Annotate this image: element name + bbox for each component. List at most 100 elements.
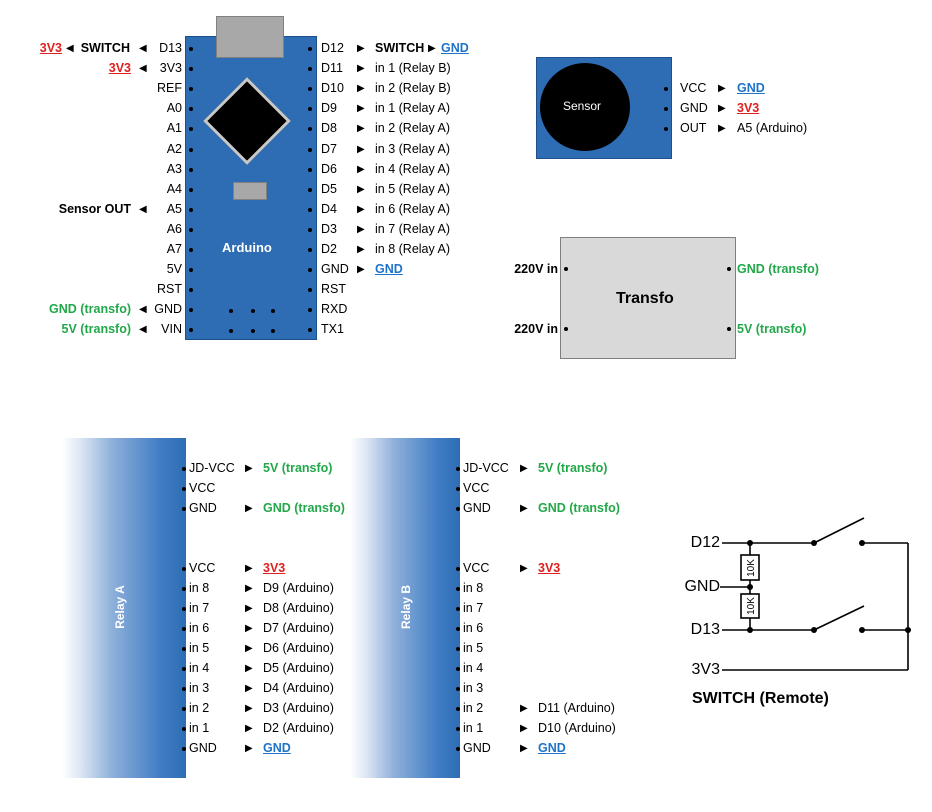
arduino-pin-label: A5 [166,201,182,216]
relay-pin [456,567,460,571]
relay-a-pin-label: in 7 [189,601,210,615]
arrow-right-icon: ▶ [245,703,253,714]
sensor-connection: A5 (Arduino) [737,121,808,135]
relay-pin [182,667,186,671]
relay-a-pin-label: in 2 [189,701,210,715]
arduino-pin [189,227,193,232]
arduino-pin-label: D9 [321,101,337,116]
arduino-pin-label: RST [321,282,346,297]
relay-b-pin-label: in 4 [463,661,484,675]
relay-pin [182,687,186,691]
relay-b-pin-label: VCC [463,481,490,495]
relay-a-connection: D4 (Arduino) [263,681,334,695]
arduino-pin [189,207,193,212]
arrow-right-icon: ▶ [357,43,365,54]
relay-b-pin-label: GND [463,741,491,755]
relay-pin [456,607,460,611]
relay-pin [456,647,460,651]
arrow-right-icon: ▶ [357,244,365,255]
arduino-pin-label: A2 [166,141,182,156]
sensor-pin-label: GND [680,101,708,115]
arrow-right-icon: ▶ [357,183,365,195]
connection-label: 3V3 [39,41,62,55]
arduino-pin-label: VIN [161,322,182,337]
arduino-pin-label: RST [157,282,182,297]
connection-label: in 6 (Relay A) [375,201,451,216]
arduino-pin-label: D12 [321,41,344,55]
relay-a-connection: D6 (Arduino) [263,641,334,655]
connection-label: 5V (transfo) [61,322,131,337]
connection-label: in 7 (Relay A) [375,221,451,236]
arduino-pin [308,127,312,132]
arduino-pin-label: D10 [321,81,344,96]
arrow-right-icon: ▶ [245,683,253,694]
relay-a-connection: 3V3 [263,561,286,575]
sensor-connection: 3V3 [737,101,760,115]
arduino-pin-label: D7 [321,141,337,156]
arduino-pin-label: 3V3 [159,61,182,76]
transfo-label: Transfo [616,290,674,307]
arrow-right-icon: ▶ [428,43,436,54]
connection-label: in 2 (Relay B) [375,81,451,96]
relay-a-pin-label: GND [189,741,217,755]
junction-dot [747,627,753,633]
relay-a-connection: D5 (Arduino) [263,661,334,675]
arrow-right-icon: ▶ [357,123,365,135]
switch-contact [859,627,865,633]
relay-a-pin-label: in 4 [189,661,210,675]
relay-a-pin-label: VCC [189,481,216,495]
arduino-pin-label: D13 [159,41,182,55]
arrow-left-icon: ◀ [139,304,147,316]
relay-pin [182,727,186,731]
switch-title: SWITCH (Remote) [692,690,829,707]
relay-pin [182,747,186,751]
connection-label: in 5 (Relay A) [375,181,451,196]
relay-pin [456,487,460,491]
relay-pin [182,627,186,631]
arduino-pin [189,268,193,273]
relay-a-connection: GND [263,741,291,755]
relay-b-pin-label: in 3 [463,681,484,695]
switch-label-d13: D13 [690,621,720,638]
arduino-pin-label: A4 [166,181,182,196]
connection-label: in 3 (Relay A) [375,141,451,156]
junction-dot [747,584,753,590]
arrow-right-icon: ▶ [357,63,365,75]
connection-label: in 2 (Relay A) [375,121,451,136]
sensor-pin-label: VCC [680,81,707,95]
arduino-pin-label: A1 [166,121,182,136]
arduino-pin [189,147,193,152]
arduino-pin [189,107,193,112]
header-pin [251,309,255,313]
relay-a-connection: D2 (Arduino) [263,721,334,735]
transfo-in-bottom: 220V in [514,322,558,336]
sensor-pin [664,127,668,131]
sensor-pin [664,87,668,91]
arrow-right-icon: ▶ [245,463,253,474]
arduino-pin [308,328,312,333]
arrow-right-icon: ▶ [520,463,528,474]
connection-label: in 1 (Relay B) [375,61,451,76]
arduino-pin-label: A3 [166,161,182,176]
switch-pivot [811,627,817,633]
transfo-pin [564,327,568,331]
arduino-pin [308,167,312,172]
transfo-out-bottom: 5V (transfo) [737,322,807,336]
connection-label: SWITCH [375,41,425,55]
arrow-left-icon: ◀ [139,324,147,336]
relay-b-pin-label: JD-VCC [463,461,509,475]
arduino-pin-label: A7 [166,242,182,256]
arduino-pin-label: D11 [321,61,344,76]
arrow-right-icon: ▶ [245,723,253,734]
arrow-right-icon: ▶ [245,503,253,514]
arduino-pin-label: A0 [166,101,182,116]
arduino-pin [308,308,312,313]
arduino-pin [189,127,193,132]
arrow-right-icon: ▶ [357,143,365,155]
arduino-pin-label: D2 [321,242,337,256]
relay-pin [456,707,460,711]
relay-b-connection: 3V3 [538,561,561,575]
switch-label-3v3: 3V3 [691,661,720,678]
arduino-pin [308,227,312,232]
relay-a-pin-label: in 1 [189,721,210,735]
